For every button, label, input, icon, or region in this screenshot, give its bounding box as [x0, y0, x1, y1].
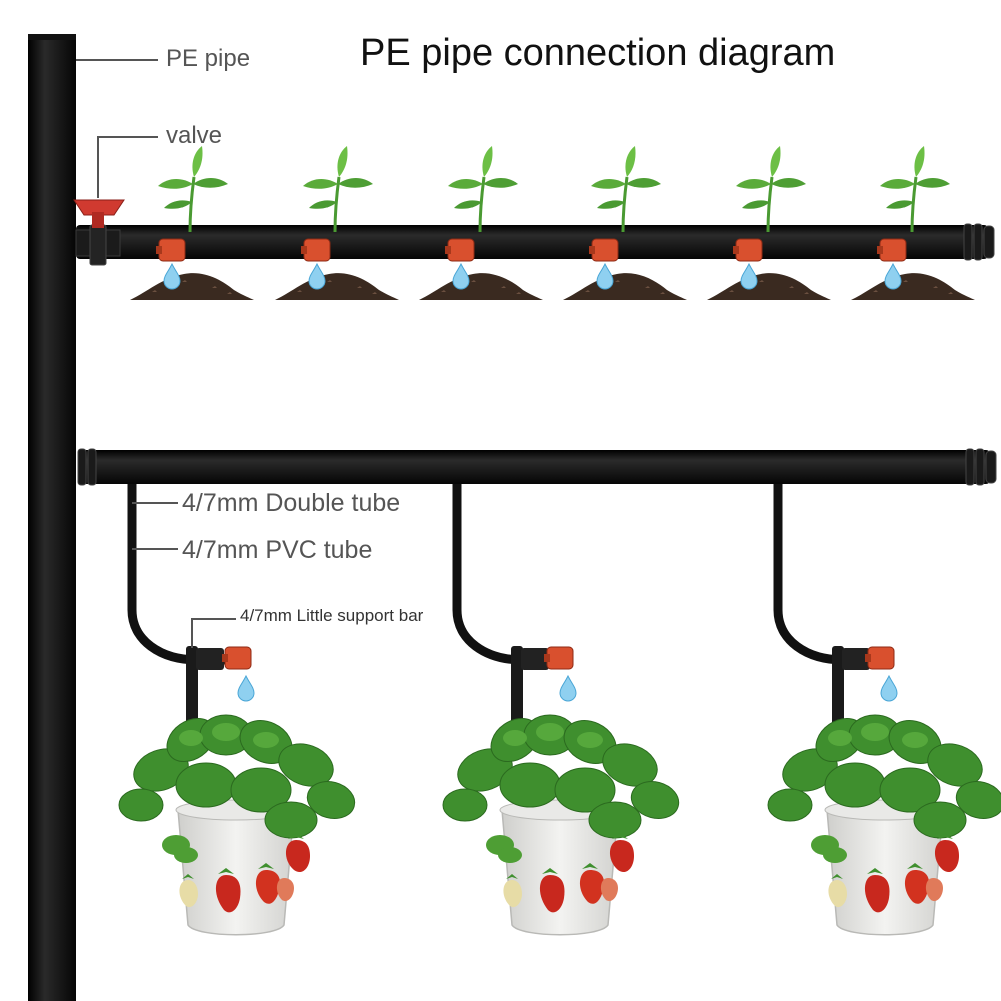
upper-row-plants [130, 144, 975, 300]
diagram-title: PE pipe connection diagram [360, 32, 836, 74]
pe-pipe-vertical [28, 36, 76, 1001]
label-support-bar: 4/7mm Little support bar [240, 606, 424, 625]
label-valve: valve [166, 122, 223, 149]
label-double-tube: 4/7mm Double tube [182, 489, 401, 517]
lower-distribution-pipe [78, 450, 990, 484]
pipe-end-cap-upper [963, 223, 995, 261]
leader-support-bar [191, 618, 236, 648]
leader-lines [76, 59, 236, 648]
hanging-branch-2 [442, 484, 684, 936]
label-pe-pipe: PE pipe [166, 45, 251, 72]
leader-valve [97, 136, 158, 198]
label-pvc-tube: 4/7mm PVC tube [182, 536, 373, 564]
hanging-branch-3 [767, 484, 1001, 936]
hanging-branch-1 [118, 484, 360, 936]
upper-drip-pipe [76, 225, 988, 259]
valve-icon [73, 199, 125, 266]
pipe-end-cap-lower [77, 448, 997, 486]
